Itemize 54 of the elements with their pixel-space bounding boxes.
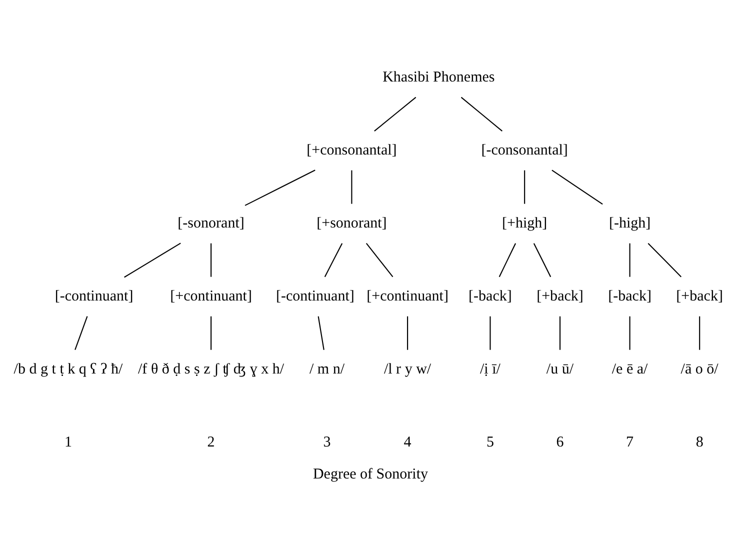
- connector: [498, 243, 516, 278]
- node-text: [-sonorant]: [178, 216, 244, 232]
- connector: [318, 316, 324, 350]
- connector: [407, 316, 408, 350]
- node-text: [-continuant]: [276, 288, 354, 305]
- connector: [490, 316, 491, 350]
- node-text: [-consonantal]: [481, 142, 568, 159]
- node-text: [+back]: [676, 288, 724, 305]
- node-text: [+back]: [536, 288, 584, 305]
- node-text: [-high]: [608, 216, 651, 232]
- connector: [244, 170, 316, 206]
- node-text: /l r y w/: [384, 362, 432, 378]
- node-text: /ā o ō/: [680, 362, 718, 378]
- node-text: [+continuant]: [366, 288, 448, 305]
- connector: [210, 316, 212, 350]
- label: 5: [486, 434, 494, 451]
- label: 4: [404, 434, 412, 451]
- connector: [648, 242, 682, 278]
- label: 3: [323, 434, 331, 451]
- connector: [210, 243, 212, 277]
- label: 2: [207, 434, 215, 451]
- connector: [460, 96, 502, 132]
- connector: [324, 243, 343, 278]
- node-text: [-back]: [468, 288, 512, 305]
- node-text: /u ū/: [546, 362, 574, 378]
- connector: [374, 96, 416, 132]
- connector: [74, 316, 88, 350]
- connector: [366, 243, 394, 278]
- connector: [629, 316, 630, 350]
- label: 8: [696, 434, 704, 451]
- node-text: /f θ ð ḍ s ṣ z ʃ ʧ ʤ ɣ x h/: [138, 362, 284, 378]
- connector: [559, 316, 561, 350]
- label: 7: [626, 434, 634, 451]
- connector: [124, 242, 181, 278]
- node-text: /e ē a/: [612, 362, 648, 378]
- connector: [552, 170, 603, 205]
- node-text: [+sonorant]: [316, 216, 387, 232]
- node-text: /b d g t ṭ k q ʕ ʔ ħ/: [14, 362, 123, 378]
- node-text: /ị ī/: [480, 362, 500, 378]
- node-text: [+consonantal]: [306, 142, 397, 159]
- node-text: [+continuant]: [170, 288, 252, 305]
- connector: [699, 316, 700, 350]
- node-text: [-back]: [608, 288, 652, 305]
- label: 1: [64, 434, 72, 451]
- connector: [524, 170, 526, 204]
- node-text: Khasibi Phonemes: [382, 70, 495, 86]
- node-text: [+high]: [502, 216, 548, 232]
- node-text: / m n/: [309, 362, 345, 378]
- connector: [533, 243, 552, 278]
- caption: Degree of Sonority: [312, 466, 428, 482]
- label: 6: [556, 434, 564, 451]
- connector: [351, 170, 352, 204]
- node-text: [-continuant]: [54, 288, 134, 305]
- connector: [629, 243, 630, 277]
